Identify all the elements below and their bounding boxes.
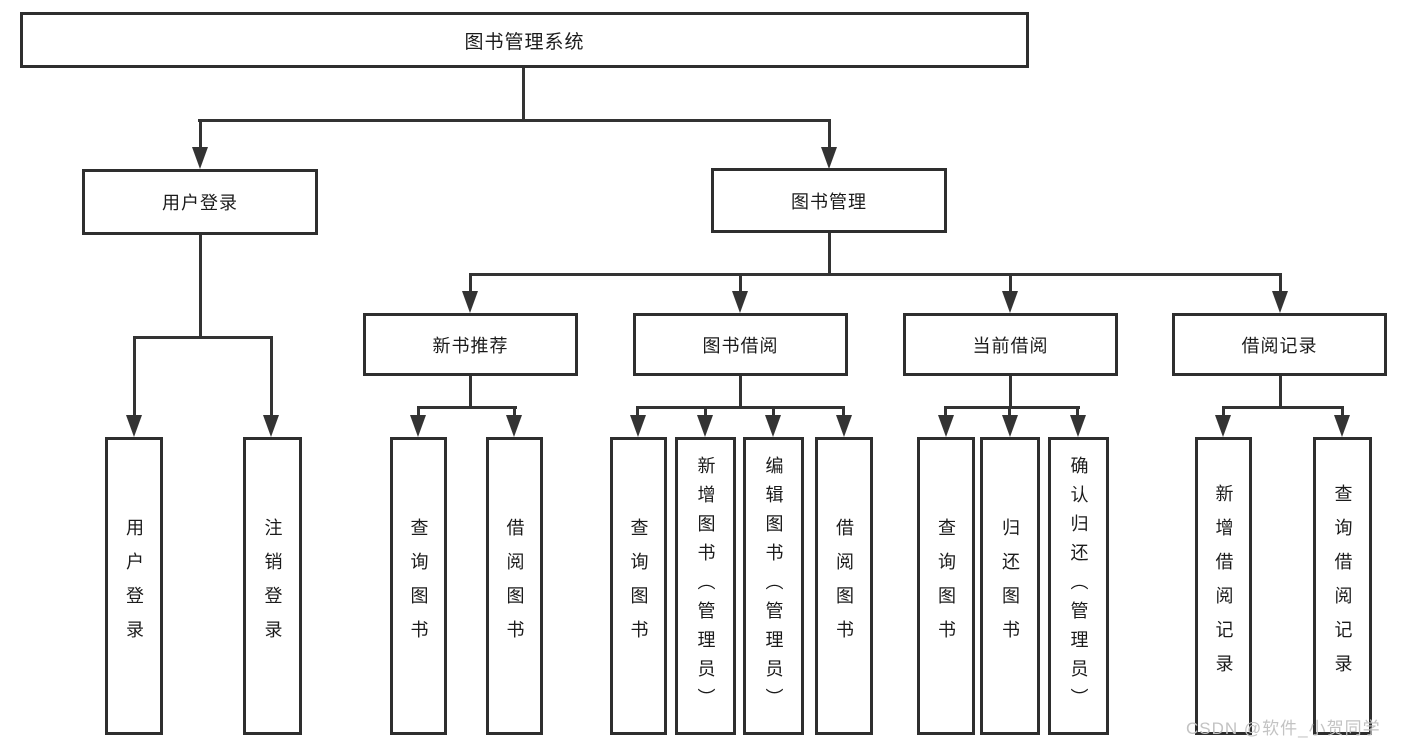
connector-line	[636, 406, 639, 416]
leaf-user-login: 用户登录	[105, 437, 163, 735]
arrow-down-icon	[462, 291, 478, 313]
connector-line	[417, 406, 420, 416]
connector-line	[1009, 376, 1012, 407]
connector-line	[828, 233, 831, 273]
connector-line	[133, 336, 273, 339]
leaf-query-borrow-record-label: 查询借阅记录	[1332, 484, 1353, 688]
leaf-add-borrow-record-label: 新增借阅记录	[1213, 484, 1234, 688]
arrow-down-icon	[836, 415, 852, 437]
leaf-borrow-book-label: 借阅图书	[834, 518, 854, 654]
arrow-down-icon	[938, 415, 954, 437]
leaf-user-login-label: 用户登录	[124, 518, 144, 654]
connector-line	[944, 406, 1080, 409]
connector-line	[772, 406, 775, 416]
node-book-management: 图书管理	[711, 168, 947, 233]
leaf-confirm-return-admin: 确认归还（管理员）	[1048, 437, 1109, 735]
leaf-borrow-query-book-label: 查询图书	[628, 518, 649, 654]
leaf-logout-label: 注销登录	[262, 518, 283, 654]
connector-line	[513, 406, 516, 416]
arrow-down-icon	[1070, 415, 1086, 437]
connector-line	[1279, 376, 1282, 407]
arrow-down-icon	[1334, 415, 1350, 437]
node-new-book-recommend-label: 新书推荐	[432, 335, 509, 356]
node-book-borrow: 图书借阅	[633, 313, 848, 376]
connector-line	[739, 273, 742, 293]
connector-line	[469, 273, 1281, 276]
leaf-return-book: 归还图书	[980, 437, 1040, 735]
leaf-current-query-book: 查询图书	[917, 437, 975, 735]
node-root-label: 图书管理系统	[464, 31, 585, 53]
leaf-recommend-query-book: 查询图书	[390, 437, 447, 735]
arrow-down-icon	[263, 415, 279, 437]
node-book-borrow-label: 图书借阅	[702, 335, 779, 356]
connector-line	[133, 336, 136, 416]
arrow-down-icon	[765, 415, 781, 437]
leaf-recommend-borrow-book-label: 借阅图书	[504, 518, 525, 654]
arrow-down-icon	[126, 415, 142, 437]
leaf-current-query-book-label: 查询图书	[936, 518, 956, 654]
connector-line	[1076, 406, 1079, 416]
connector-line	[199, 235, 202, 336]
leaf-recommend-query-book-label: 查询图书	[408, 518, 429, 654]
arrow-down-icon	[821, 147, 837, 169]
leaf-borrow-query-book: 查询图书	[610, 437, 667, 735]
node-root: 图书管理系统	[20, 12, 1029, 68]
leaf-edit-book-admin: 编辑图书（管理员）	[743, 437, 804, 735]
connector-line	[270, 336, 273, 416]
connector-line	[1279, 273, 1282, 293]
leaf-edit-book-admin-label: 编辑图书（管理员）	[763, 455, 784, 717]
connector-line	[828, 119, 831, 149]
arrow-down-icon	[192, 147, 208, 169]
leaf-recommend-borrow-book: 借阅图书	[486, 437, 543, 735]
connector-line	[1222, 406, 1344, 409]
arrow-down-icon	[630, 415, 646, 437]
connector-line	[199, 119, 202, 149]
leaf-logout: 注销登录	[243, 437, 302, 735]
connector-line	[636, 406, 845, 409]
node-borrow-records-label: 借阅记录	[1241, 335, 1318, 356]
connector-line	[1222, 406, 1225, 416]
arrow-down-icon	[732, 291, 748, 313]
connector-line	[842, 406, 845, 416]
watermark: CSDN @软件_小贺同学	[1186, 719, 1381, 738]
leaf-return-book-label: 归还图书	[1000, 518, 1020, 654]
leaf-borrow-book: 借阅图书	[815, 437, 873, 735]
node-new-book-recommend: 新书推荐	[363, 313, 578, 376]
connector-line	[522, 68, 525, 119]
connector-line	[417, 406, 517, 409]
connector-line	[469, 273, 472, 293]
leaf-add-book-admin: 新增图书（管理员）	[675, 437, 736, 735]
connector-line	[704, 406, 707, 416]
arrow-down-icon	[506, 415, 522, 437]
connector-line	[1008, 406, 1011, 416]
connector-line	[198, 119, 831, 122]
leaf-add-borrow-record: 新增借阅记录	[1195, 437, 1252, 735]
arrow-down-icon	[1272, 291, 1288, 313]
arrow-down-icon	[1215, 415, 1231, 437]
connector-line	[1009, 273, 1012, 293]
node-user-login: 用户登录	[82, 169, 318, 235]
connector-line	[739, 376, 742, 407]
arrow-down-icon	[697, 415, 713, 437]
node-user-login-label: 用户登录	[162, 193, 238, 213]
connector-line	[944, 406, 947, 416]
arrow-down-icon	[1002, 291, 1018, 313]
node-borrow-records: 借阅记录	[1172, 313, 1387, 376]
arrow-down-icon	[1002, 415, 1018, 437]
leaf-add-book-admin-label: 新增图书（管理员）	[695, 455, 716, 717]
arrow-down-icon	[410, 415, 426, 437]
leaf-query-borrow-record: 查询借阅记录	[1313, 437, 1372, 735]
connector-line	[1341, 406, 1344, 416]
node-current-borrow: 当前借阅	[903, 313, 1118, 376]
leaf-confirm-return-admin-label: 确认归还（管理员）	[1068, 455, 1089, 717]
node-book-management-label: 图书管理	[791, 191, 867, 212]
node-current-borrow-label: 当前借阅	[972, 335, 1049, 356]
connector-line	[469, 376, 472, 407]
